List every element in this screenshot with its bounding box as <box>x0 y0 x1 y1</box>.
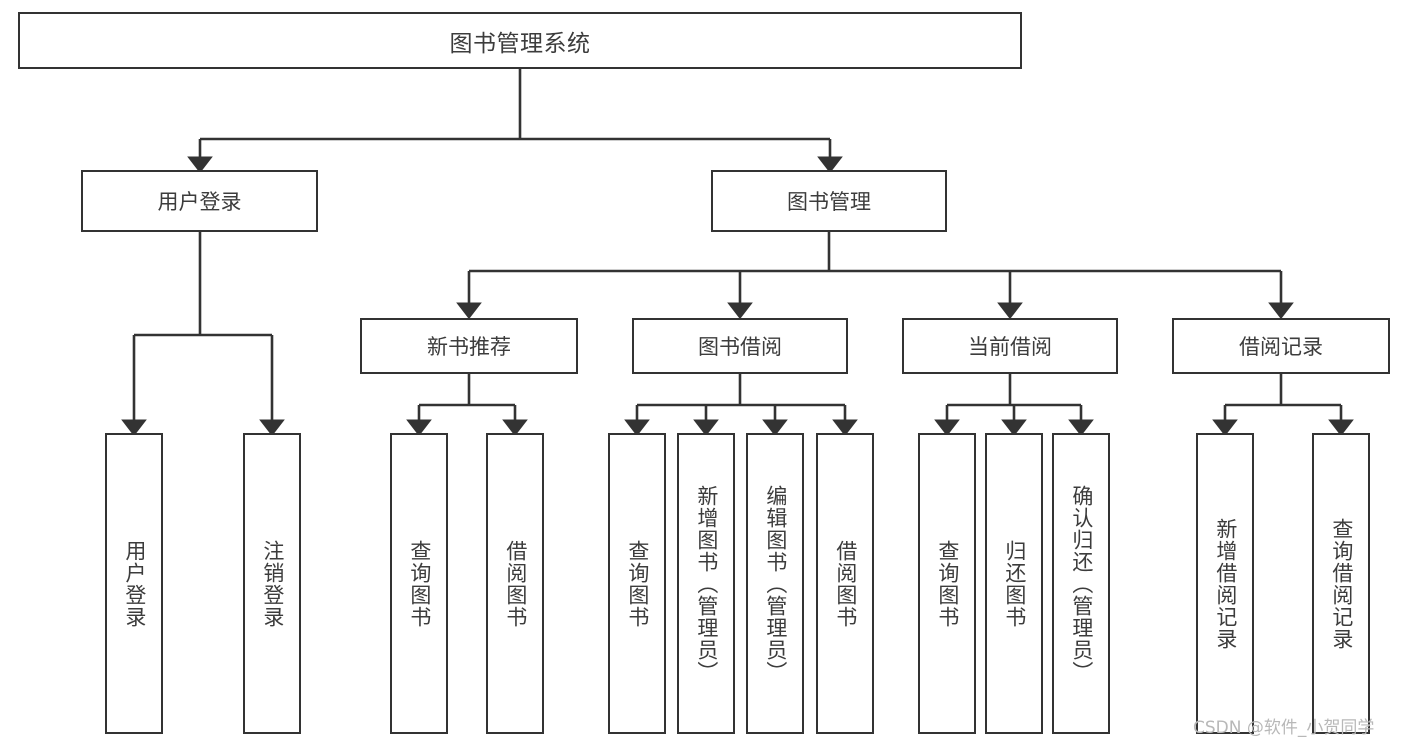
leaf-recommend-query-book[interactable]: 查询图书 <box>390 433 448 734</box>
leaf-logout[interactable]: 注销登录 <box>243 433 301 734</box>
leaf-borrow-borrow-book[interactable]: 借阅图书 <box>816 433 874 734</box>
node-label: 注销登录 <box>260 539 285 628</box>
csdn-watermark: CSDN @软件_小贺同学 <box>1193 718 1375 738</box>
node-label: 查询图书 <box>625 539 650 628</box>
node-user-login[interactable]: 用户登录 <box>81 170 318 232</box>
node-book-borrow[interactable]: 图书借阅 <box>632 318 848 374</box>
leaf-user-login[interactable]: 用户登录 <box>105 433 163 734</box>
leaf-borrow-query-book[interactable]: 查询图书 <box>608 433 666 734</box>
node-label: 新增图书（管理员） <box>694 484 719 683</box>
node-label: 图书借阅 <box>698 335 782 359</box>
node-root-system[interactable]: 图书管理系统 <box>18 12 1022 69</box>
leaf-record-query-borrow-record[interactable]: 查询借阅记录 <box>1312 433 1370 734</box>
node-label: 新书推荐 <box>427 335 511 359</box>
node-label: 图书管理系统 <box>449 30 591 57</box>
node-label: 查询图书 <box>935 539 960 628</box>
leaf-record-add-borrow-record[interactable]: 新增借阅记录 <box>1196 433 1254 734</box>
node-label: 用户登录 <box>157 190 242 214</box>
node-label: 当前借阅 <box>968 335 1052 359</box>
leaf-borrow-add-book-admin[interactable]: 新增图书（管理员） <box>677 433 735 734</box>
leaf-current-return-book[interactable]: 归还图书 <box>985 433 1043 734</box>
node-label: 归还图书 <box>1002 539 1027 628</box>
node-book-management[interactable]: 图书管理 <box>711 170 947 232</box>
node-borrow-record[interactable]: 借阅记录 <box>1172 318 1390 374</box>
node-label: 查询图书 <box>407 539 432 628</box>
node-current-borrow[interactable]: 当前借阅 <box>902 318 1118 374</box>
node-label: 借阅图书 <box>503 539 528 628</box>
node-label: 借阅图书 <box>833 539 858 628</box>
node-label: 编辑图书（管理员） <box>763 484 788 683</box>
node-label: 确认归还（管理员） <box>1069 484 1094 683</box>
leaf-current-query-book[interactable]: 查询图书 <box>918 433 976 734</box>
node-label: 借阅记录 <box>1239 335 1323 359</box>
node-label: 图书管理 <box>787 190 871 214</box>
node-new-book-recommend[interactable]: 新书推荐 <box>360 318 578 374</box>
leaf-borrow-edit-book-admin[interactable]: 编辑图书（管理员） <box>746 433 804 734</box>
node-label: 查询借阅记录 <box>1329 517 1354 650</box>
leaf-current-confirm-return-admin[interactable]: 确认归还（管理员） <box>1052 433 1110 734</box>
node-label: 新增借阅记录 <box>1213 517 1238 650</box>
node-label: 用户登录 <box>122 539 147 628</box>
leaf-recommend-borrow-book[interactable]: 借阅图书 <box>486 433 544 734</box>
